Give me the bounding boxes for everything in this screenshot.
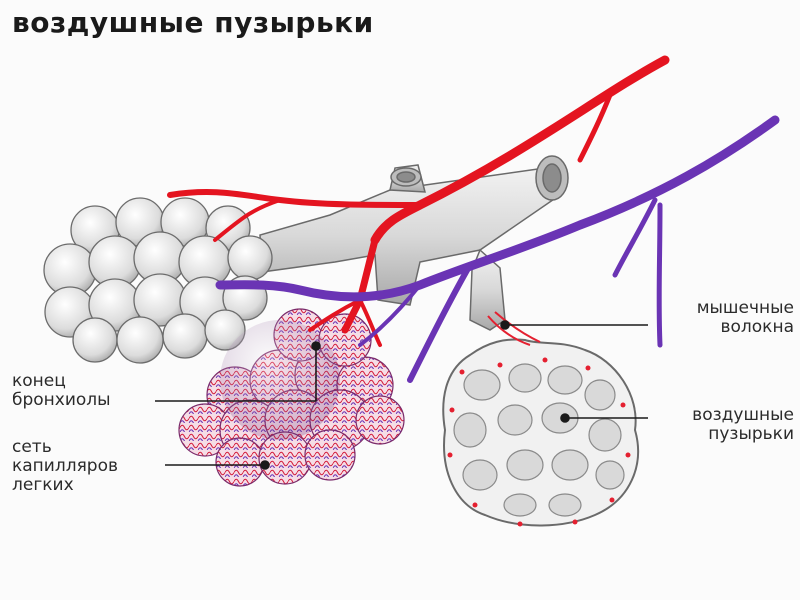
label-line: сеть bbox=[12, 437, 52, 457]
label-muscle-fibers: мышечные волокна bbox=[654, 299, 794, 337]
label-line: капилляров bbox=[12, 456, 119, 476]
alveolar-sac-section bbox=[442, 338, 640, 527]
leader-lines bbox=[155, 320, 648, 470]
diagram-title: воздушные пузырьки bbox=[12, 6, 374, 39]
label-line: волокна bbox=[720, 317, 795, 337]
label-line: пузырьки bbox=[708, 424, 794, 444]
alveoli-cluster-grey bbox=[43, 197, 273, 364]
label-line: бронхиолы bbox=[12, 390, 111, 410]
label-line: воздушные bbox=[692, 405, 794, 425]
label-air-sacs: воздушные пузырьки bbox=[654, 406, 794, 444]
muscle-fiber-band bbox=[487, 311, 541, 346]
label-line: конец bbox=[12, 371, 66, 391]
bronchial-tree bbox=[259, 155, 569, 331]
pulmonary-vein bbox=[215, 115, 780, 383]
label-line: легких bbox=[12, 475, 74, 495]
label-bronchiole-end: конец бронхиолы bbox=[12, 372, 111, 410]
label-capillary-net: сеть капилляров легких bbox=[12, 438, 118, 495]
capillary-network-cluster bbox=[178, 308, 405, 487]
label-line: мышечные bbox=[696, 298, 794, 318]
